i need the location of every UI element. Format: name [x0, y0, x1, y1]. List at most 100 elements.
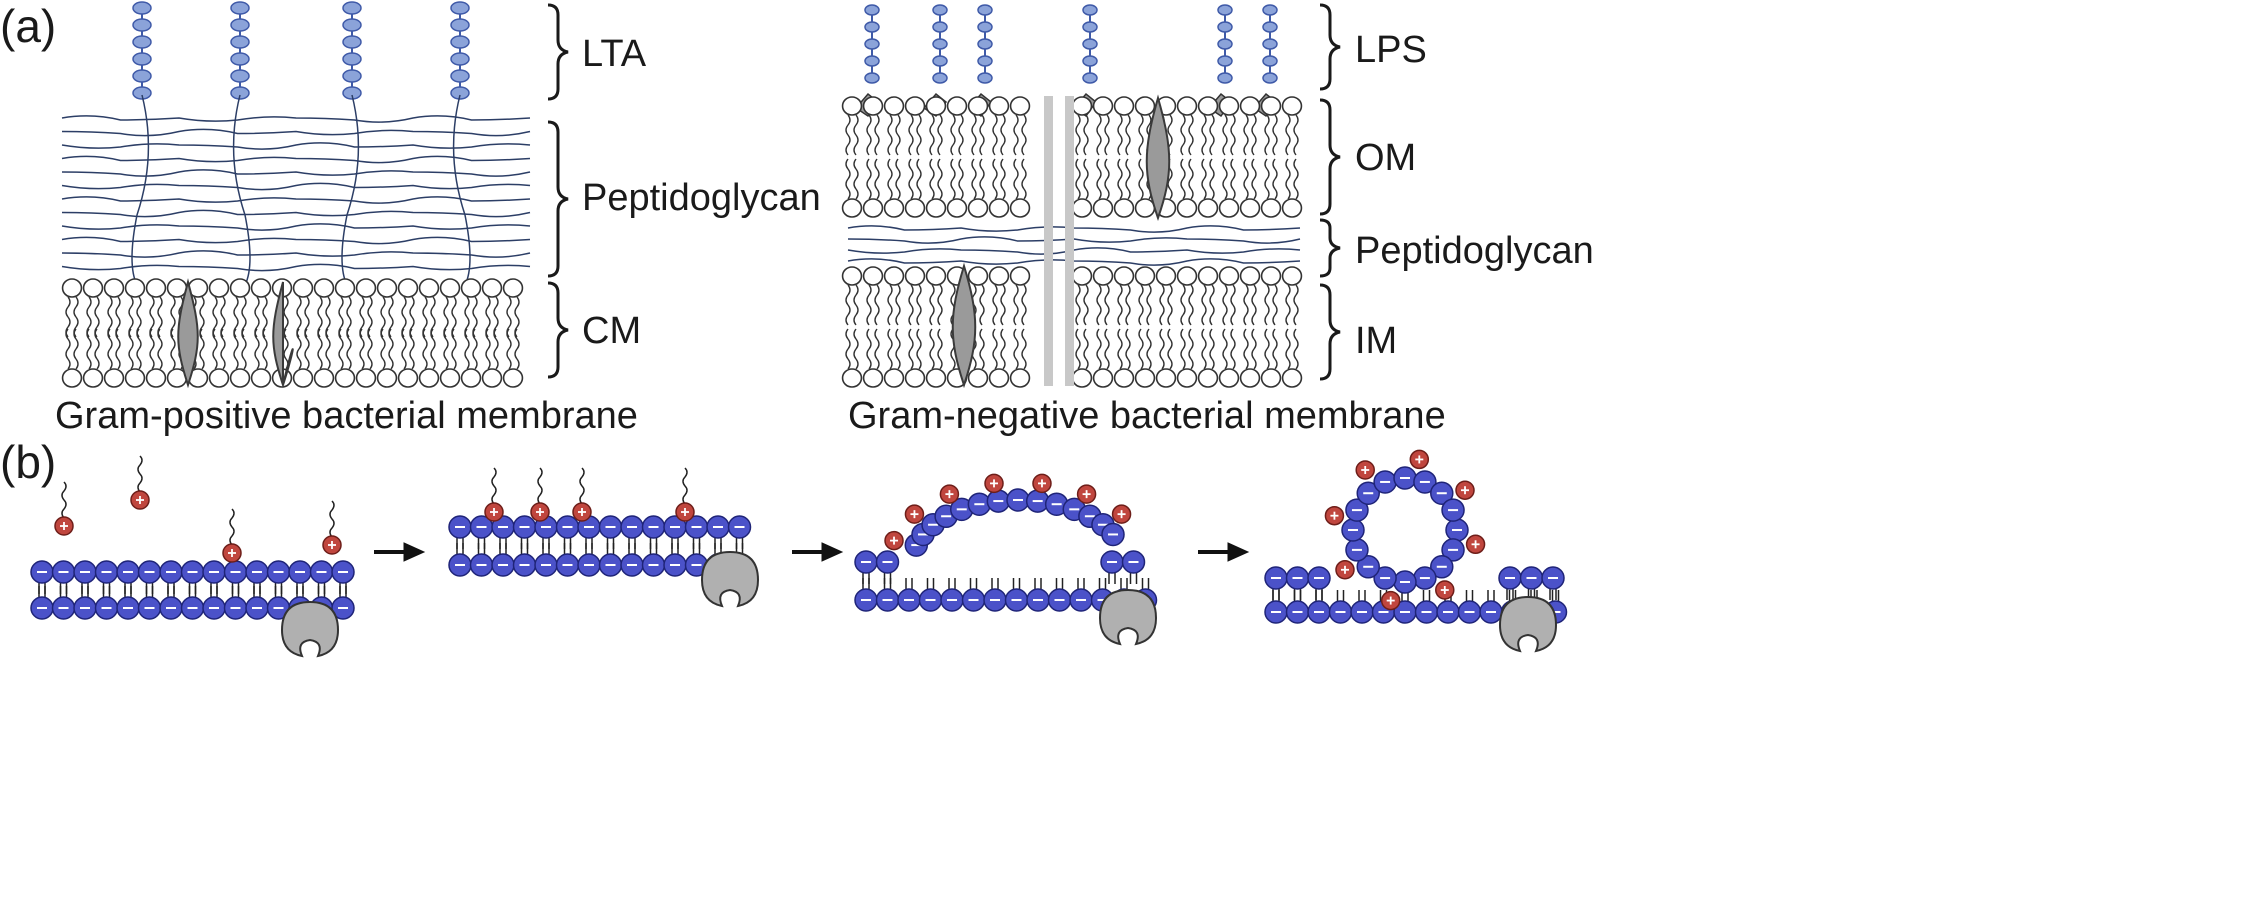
- membrane-protein: [280, 600, 340, 658]
- lipid-head: [266, 560, 291, 584]
- lipid-head: [1285, 600, 1310, 624]
- cationic-peptide: [222, 543, 242, 563]
- inserted-peptide: [530, 467, 550, 522]
- gram-negative-brackets: [1319, 3, 1341, 381]
- lipid-head: [1285, 566, 1310, 590]
- lipid-head: [641, 515, 666, 539]
- lipid-head: [512, 553, 537, 577]
- lps-chains: [854, 4, 1278, 118]
- lta-chain: [132, 1, 152, 100]
- lipid-head: [727, 515, 752, 539]
- lipid-head: [620, 515, 644, 539]
- lipid-head: [1350, 600, 1374, 624]
- lta-chain: [342, 1, 362, 100]
- lipid-head: [137, 596, 162, 620]
- lipid-head: [180, 596, 205, 620]
- lps-chain: [977, 4, 993, 84]
- lipid-head: [1004, 588, 1029, 612]
- lipid-head: [30, 596, 54, 620]
- lipid-head: [641, 553, 666, 577]
- upper-leaflet: [30, 560, 355, 594]
- arrow-icon: [792, 542, 844, 562]
- membrane-protein: [177, 278, 199, 389]
- inner-membrane-protein: [951, 262, 977, 389]
- cationic-peptide: [530, 502, 550, 522]
- cationic-peptide: [1032, 473, 1052, 494]
- gram-positive-brackets: [547, 3, 569, 379]
- cationic-peptide: [130, 490, 150, 510]
- gram-positive-diagram: [61, 1, 531, 389]
- lipid-head: [512, 515, 537, 539]
- lipid-head: [1373, 469, 1398, 494]
- outer-membrane-protein: [1145, 94, 1171, 222]
- lps-chain: [1082, 4, 1098, 84]
- lipid-head: [448, 553, 472, 577]
- inserted-peptide: [572, 467, 592, 522]
- porin-channel: [1044, 96, 1053, 386]
- lipid-head: [202, 560, 226, 584]
- lipid-head: [555, 515, 580, 539]
- cationic-peptide: [1434, 580, 1455, 600]
- lipid-head: [1436, 600, 1460, 624]
- bulging-leaflet: [884, 473, 1132, 558]
- lipid-head: [159, 596, 183, 620]
- lta-anchor: [341, 94, 360, 286]
- phospholipid-bilayer: [61, 278, 524, 388]
- cationic-peptide: [484, 502, 504, 522]
- lipid-head: [94, 596, 119, 620]
- lipid-head: [1344, 537, 1369, 562]
- gram-positive-caption: Gram-positive bacterial membrane: [55, 395, 638, 437]
- lta-anchor: [232, 94, 251, 286]
- lower-leaflet: [1264, 590, 1568, 624]
- lipid-head: [94, 560, 119, 584]
- lipid-head: [116, 560, 140, 584]
- membrane-protein: [700, 550, 760, 608]
- lps-label: LPS: [1355, 29, 1427, 71]
- cationic-peptide: [1076, 484, 1097, 505]
- lipid-head: [116, 596, 140, 620]
- arrow-icon: [1198, 542, 1250, 562]
- cationic-peptide: [939, 484, 960, 505]
- lps-chain: [932, 4, 948, 84]
- free-peptide: [54, 481, 74, 536]
- membrane-protein: [272, 281, 294, 389]
- lipid-head: [1498, 566, 1522, 590]
- panel-a-label: (a): [0, 0, 56, 52]
- lipid-head: [51, 596, 76, 620]
- om-label: OM: [1355, 137, 1416, 179]
- cationic-peptide: [1380, 590, 1401, 611]
- lipid-head: [897, 588, 921, 612]
- gram-negative-diagram: [841, 4, 1303, 389]
- outer-membrane: [841, 96, 1303, 218]
- cm-label: CM: [582, 310, 641, 352]
- lipid-head: [875, 588, 900, 612]
- lipid-head: [1026, 588, 1050, 612]
- lipid-head: [706, 515, 730, 539]
- lower-leaflet: [448, 543, 752, 577]
- panel-b-label: (b): [0, 436, 56, 488]
- lipid-head: [469, 553, 494, 577]
- lta-label: LTA: [582, 33, 647, 75]
- lipid-head: [1264, 600, 1288, 624]
- upper-leaflet-fragment: [1100, 550, 1146, 584]
- lipid-head: [51, 560, 76, 584]
- gn-peptidoglycan-label: Peptidoglycan: [1355, 230, 1594, 272]
- inner-bilayer-left: [841, 266, 1031, 388]
- porin-channel: [1065, 96, 1074, 386]
- lta-chain: [230, 1, 250, 100]
- lta-chains: [131, 1, 471, 286]
- cationic-peptide: [54, 516, 74, 536]
- lipid-head: [73, 560, 97, 584]
- lta-chain: [450, 1, 470, 100]
- lipid-head: [331, 560, 355, 584]
- lipid-head: [245, 596, 269, 620]
- lipid-head: [1412, 566, 1437, 591]
- lipid-head: [1069, 588, 1093, 612]
- lipid-head: [663, 553, 687, 577]
- lps-chain: [1262, 4, 1278, 84]
- cationic-peptide: [1355, 460, 1376, 480]
- cationic-peptide: [984, 473, 1004, 494]
- lipid-head: [1457, 600, 1482, 624]
- gram-negative-caption: Gram-negative bacterial membrane: [848, 395, 1446, 437]
